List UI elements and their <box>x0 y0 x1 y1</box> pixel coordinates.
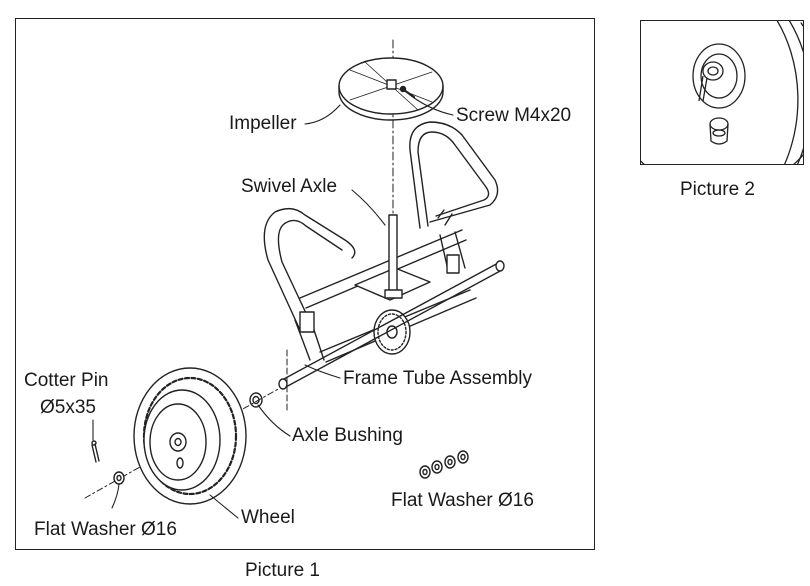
flat-washer-left <box>113 471 125 485</box>
flat-washers-right <box>419 450 469 479</box>
handle-frame-right <box>409 121 499 274</box>
swivel-axle <box>354 214 431 301</box>
picture-1-frame <box>15 18 595 550</box>
handle-frame-left <box>263 207 356 361</box>
leader-lines <box>92 94 454 519</box>
label-axle-bushing: Axle Bushing <box>292 425 403 446</box>
label-cotter-pin-size: Ø5x35 <box>40 397 96 418</box>
screw-m4x20 <box>399 85 416 99</box>
label-cotter-pin: Cotter Pin <box>24 370 109 391</box>
label-swivel-axle: Swivel Axle <box>241 176 338 197</box>
label-screw: Screw M4x20 <box>456 105 572 126</box>
gear <box>373 309 411 355</box>
label-frame-tube-assembly: Frame Tube Assembly <box>343 368 533 389</box>
axle-bushing <box>249 392 263 408</box>
caption-picture-1: Picture 1 <box>245 560 320 581</box>
label-wheel: Wheel <box>241 507 295 528</box>
impeller-disc <box>338 57 444 121</box>
caption-picture-2: Picture 2 <box>680 179 755 200</box>
label-flat-washer-right: Flat Washer Ø16 <box>391 490 534 511</box>
cotter-pin <box>91 440 100 463</box>
label-flat-washer-left: Flat Washer Ø16 <box>34 519 177 540</box>
picture-2-detail-illustration <box>641 21 803 164</box>
wheel <box>133 367 247 505</box>
picture-2-frame <box>640 20 804 165</box>
axle-rod <box>278 260 505 411</box>
label-impeller: Impeller <box>229 113 297 134</box>
